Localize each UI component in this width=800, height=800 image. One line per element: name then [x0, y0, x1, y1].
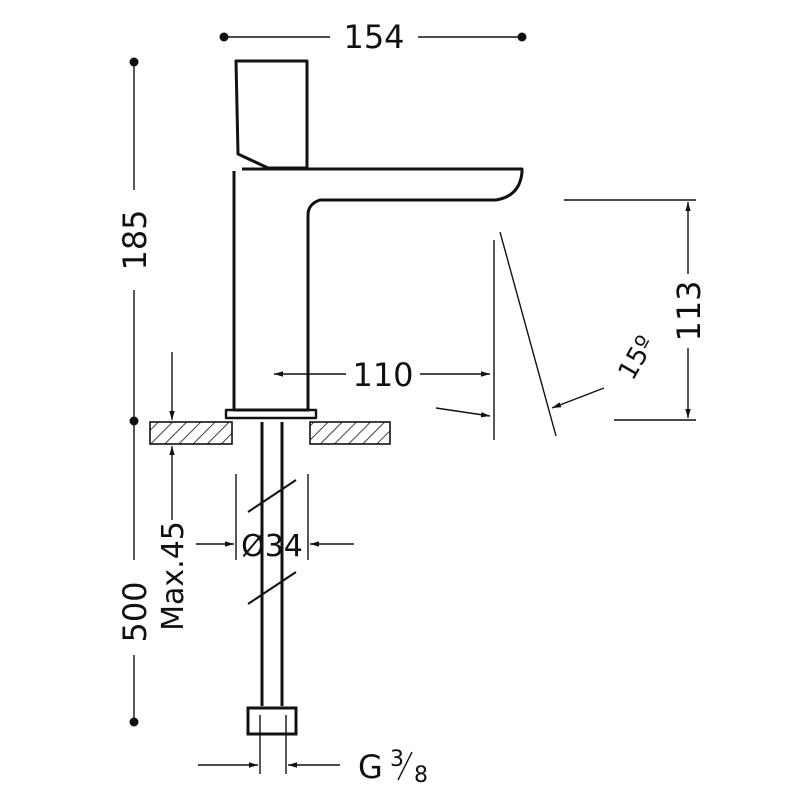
angle-label: 15º	[613, 331, 662, 385]
spout-height-label: 113	[670, 280, 708, 341]
dimension-hole: Ø34	[196, 529, 354, 564]
dimension-spout-height: 113	[564, 199, 708, 421]
reach-label: 110	[352, 356, 413, 394]
connector-nut	[246, 706, 298, 736]
connection-numerator: 3	[390, 747, 404, 772]
dimension-angle: 15º	[435, 231, 662, 440]
counter-top	[149, 421, 391, 445]
dimension-height: 185	[116, 57, 154, 426]
counter-left	[149, 421, 233, 445]
dimension-width: 154	[219, 18, 527, 56]
height-label: 185	[116, 209, 154, 270]
faucet-body	[224, 59, 524, 420]
dimension-deck: Max.45	[156, 352, 191, 631]
dimension-hose: 500	[116, 421, 154, 727]
width-label: 154	[343, 18, 404, 56]
counter-right	[309, 421, 391, 445]
connection-label: G	[358, 748, 383, 786]
connection-denominator: 8	[414, 763, 428, 788]
base-plate	[224, 408, 318, 420]
dimension-connection: G 3 8	[198, 715, 428, 788]
hose-label: 500	[116, 581, 154, 642]
lever-handle	[234, 59, 309, 170]
deck-label: Max.45	[156, 521, 191, 631]
supply-pipe	[235, 422, 309, 736]
hole-label: Ø34	[241, 529, 303, 564]
spout-body	[232, 167, 524, 412]
dimension-reach: 110	[274, 356, 490, 394]
